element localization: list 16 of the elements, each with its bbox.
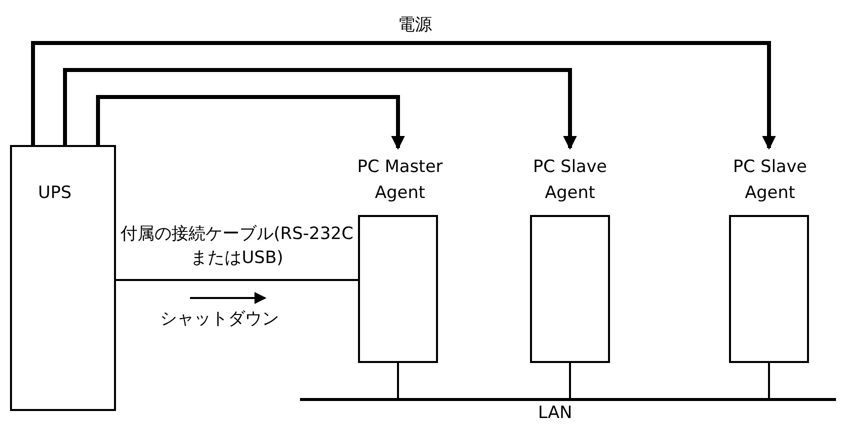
shutdown-label: シャットダウン — [160, 308, 279, 330]
connection-line — [116, 279, 358, 281]
ups-box — [10, 145, 116, 411]
connection-line — [768, 363, 770, 398]
edge-label: 付属の接続ケーブル(RS-232CまたはUSB) — [120, 223, 354, 270]
power-arrow — [31, 41, 776, 150]
pc-label: PC Slave Agent — [732, 156, 808, 205]
power-label: 電源 — [398, 14, 432, 36]
connection-line — [397, 363, 399, 398]
power-arrow — [96, 95, 405, 150]
lan-label: LAN — [538, 403, 572, 423]
connection-line — [569, 363, 571, 398]
pc-label: PC Slave Agent — [532, 156, 608, 205]
ups-label: UPS — [38, 182, 72, 204]
pc-label: PC Master Agent — [356, 156, 444, 205]
power-arrow — [63, 68, 577, 150]
